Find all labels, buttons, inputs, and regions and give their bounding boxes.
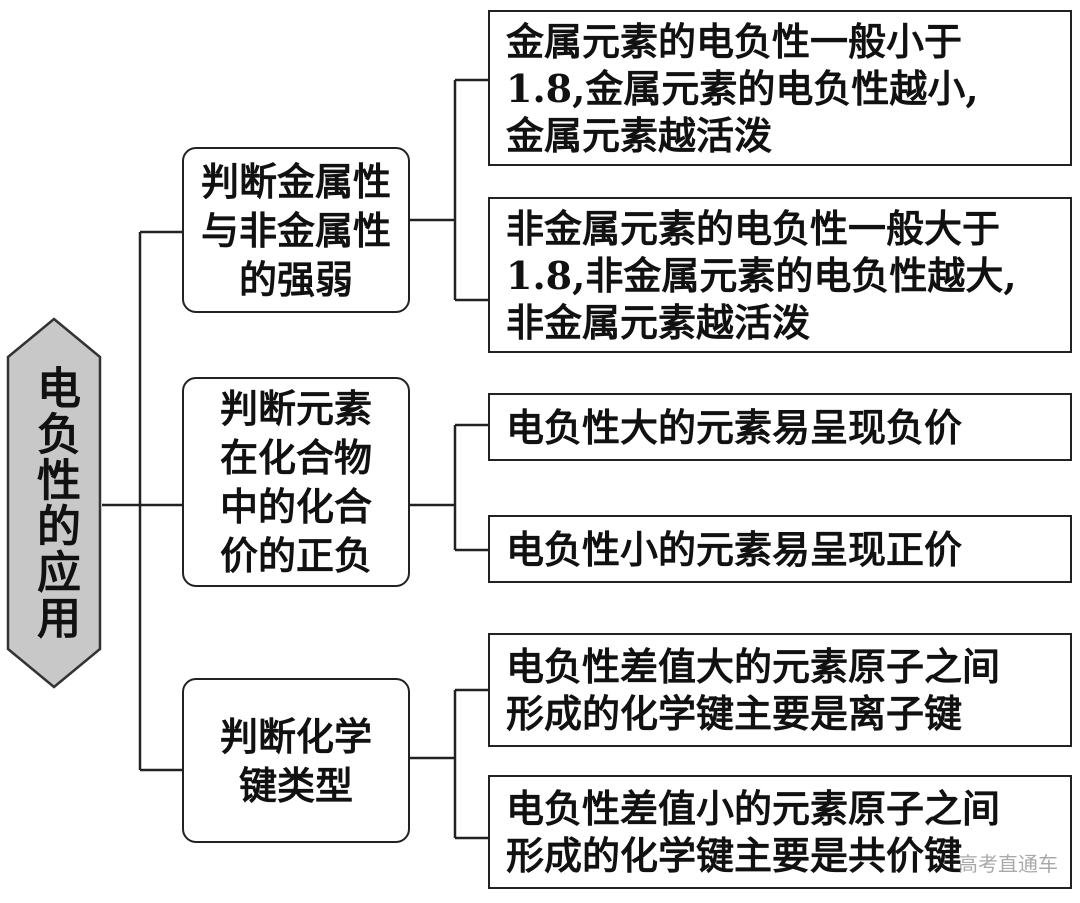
leaf-negative-valence: 电负性大的元素易呈现负价 bbox=[488, 393, 1072, 461]
root-node-shape bbox=[6, 317, 102, 689]
root-node-label: 电负性的应用 bbox=[29, 365, 80, 641]
leaf-nonmetal-electronegativity: 非金属元素的电负性一般大于 1.8,非金属元素的电负性越大, 非金属元素越活泼 bbox=[488, 197, 1072, 353]
category-metallicity: 判断金属性 与非金属性 的强弱 bbox=[182, 147, 410, 313]
leaf-ionic-bond: 电负性差值大的元素原子之间 形成的化学键主要是离子键 bbox=[488, 633, 1072, 747]
watermark: 高考直通车 bbox=[958, 852, 1058, 876]
category-valence-sign: 判断元素 在化合物 中的化合 价的正负 bbox=[182, 377, 410, 587]
leaf-positive-valence: 电负性小的元素易呈现正价 bbox=[488, 515, 1072, 583]
leaf-covalent-bond: 电负性差值小的元素原子之间 形成的化学键主要是共价键 bbox=[488, 775, 1072, 889]
leaf-metal-electronegativity: 金属元素的电负性一般小于 1.8,金属元素的电负性越小, 金属元素越活泼 bbox=[488, 10, 1072, 166]
category-bond-type: 判断化学 键类型 bbox=[182, 678, 410, 843]
